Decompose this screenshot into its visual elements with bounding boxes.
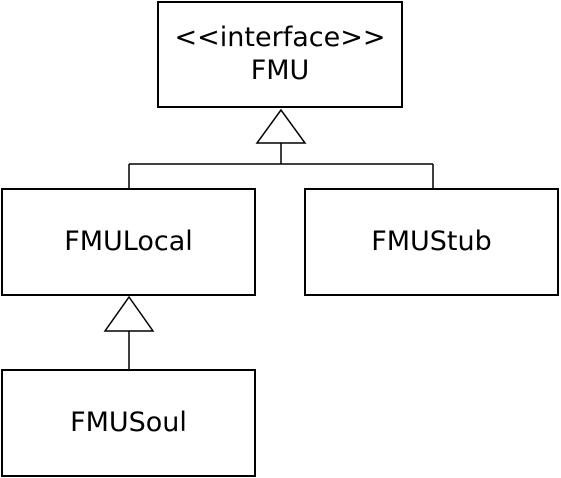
class-name-fmulocal: FMULocal (64, 225, 193, 257)
interface-name: FMU (250, 54, 310, 86)
inheritance-arrowhead-fmu (255, 108, 307, 144)
interface-stereotype: <<interface>> (174, 21, 386, 53)
class-name-fmusoul: FMUSoul (70, 406, 187, 438)
class-box-fmustub: FMUStub (304, 188, 559, 296)
class-name-fmustub: FMUStub (371, 225, 492, 257)
interface-box-fmu: <<interface>> FMU (157, 1, 403, 108)
class-box-fmusoul: FMUSoul (1, 369, 256, 477)
inheritance-arrowhead-fmulocal (103, 295, 155, 332)
class-box-fmulocal: FMULocal (1, 188, 256, 296)
